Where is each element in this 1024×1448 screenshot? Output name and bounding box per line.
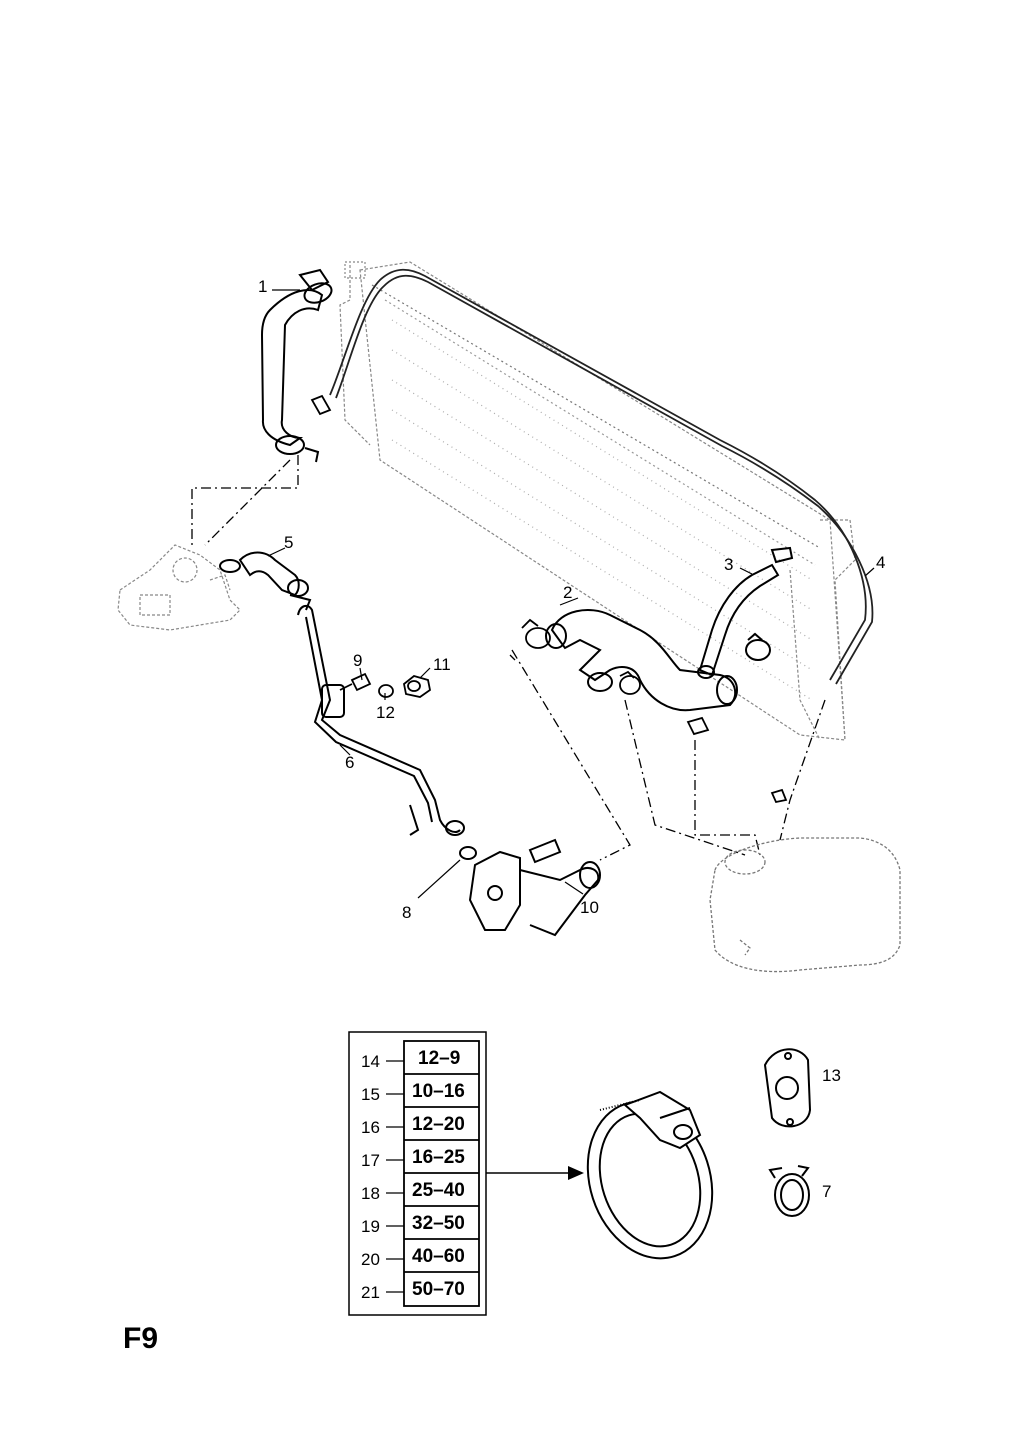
radiator [339, 261, 856, 741]
hose-clip [686, 716, 788, 804]
hose-2 [545, 609, 738, 712]
callout-4: 4 [876, 553, 885, 572]
overflow-tube-4 [329, 268, 874, 685]
callout-leaders [267, 289, 875, 899]
washer-12 [378, 684, 394, 698]
clamp-size-table: 14 12–9 15 10–16 16 12–20 17 16–25 18 25… [348, 1031, 584, 1316]
callout-9: 9 [353, 651, 362, 670]
hose-clip [310, 394, 332, 416]
bolt-9 [339, 672, 372, 692]
callout-11: 11 [433, 655, 451, 674]
hose-1 [260, 268, 333, 463]
clamp-range-17: 16–25 [412, 1147, 465, 1168]
clamp-item-19: 19 [361, 1217, 380, 1236]
callout-8: 8 [402, 903, 411, 922]
callout-6: 6 [345, 753, 354, 772]
callout-3: 3 [724, 555, 733, 574]
callout-1: 1 [258, 277, 267, 296]
callout-13: 13 [822, 1066, 841, 1085]
page-code: F9 [123, 1322, 158, 1355]
clamp-item-15: 15 [361, 1085, 380, 1104]
engine-block [117, 544, 241, 631]
clamp-item-17: 17 [361, 1151, 380, 1170]
callout-10: 10 [580, 898, 599, 917]
clamp-range-21: 50–70 [412, 1279, 465, 1300]
callout-12: 12 [376, 703, 395, 722]
callout-2: 2 [563, 583, 572, 602]
clamp-range-20: 40–60 [412, 1246, 465, 1267]
clamp-range-16: 12–20 [412, 1114, 465, 1135]
clamp-item-20: 20 [361, 1250, 380, 1269]
clamp-range-19: 32–50 [412, 1213, 465, 1234]
thermostat-housing-10 [468, 838, 601, 937]
hose-clamp [521, 618, 641, 695]
clamp-range-18: 25–40 [412, 1180, 465, 1201]
callout-5: 5 [284, 533, 293, 552]
sealing-ring-8 [459, 846, 477, 860]
clamp-item-21: 21 [361, 1283, 380, 1302]
clamp-range-14: 12–9 [418, 1048, 460, 1069]
hose-3 [697, 546, 794, 679]
fitting-11 [403, 675, 431, 698]
coolant-pipe-6 [297, 604, 465, 836]
part-callouts: 1 2 3 4 5 6 8 9 10 11 12 13 7 [258, 277, 885, 1201]
spring-clip-7 [768, 1165, 810, 1217]
clamp-range-15: 10–16 [412, 1081, 465, 1102]
leader-lines [191, 455, 826, 861]
callout-7: 7 [822, 1182, 831, 1201]
expansion-tank [709, 837, 901, 973]
clamp-item-16: 16 [361, 1118, 380, 1137]
hose-5 [219, 551, 312, 611]
clamp-item-18: 18 [361, 1184, 380, 1203]
gasket-13 [763, 1048, 812, 1128]
arrow-head-icon [568, 1166, 584, 1180]
worm-drive-clamp [586, 1090, 714, 1260]
clamp-item-14: 14 [361, 1052, 380, 1071]
